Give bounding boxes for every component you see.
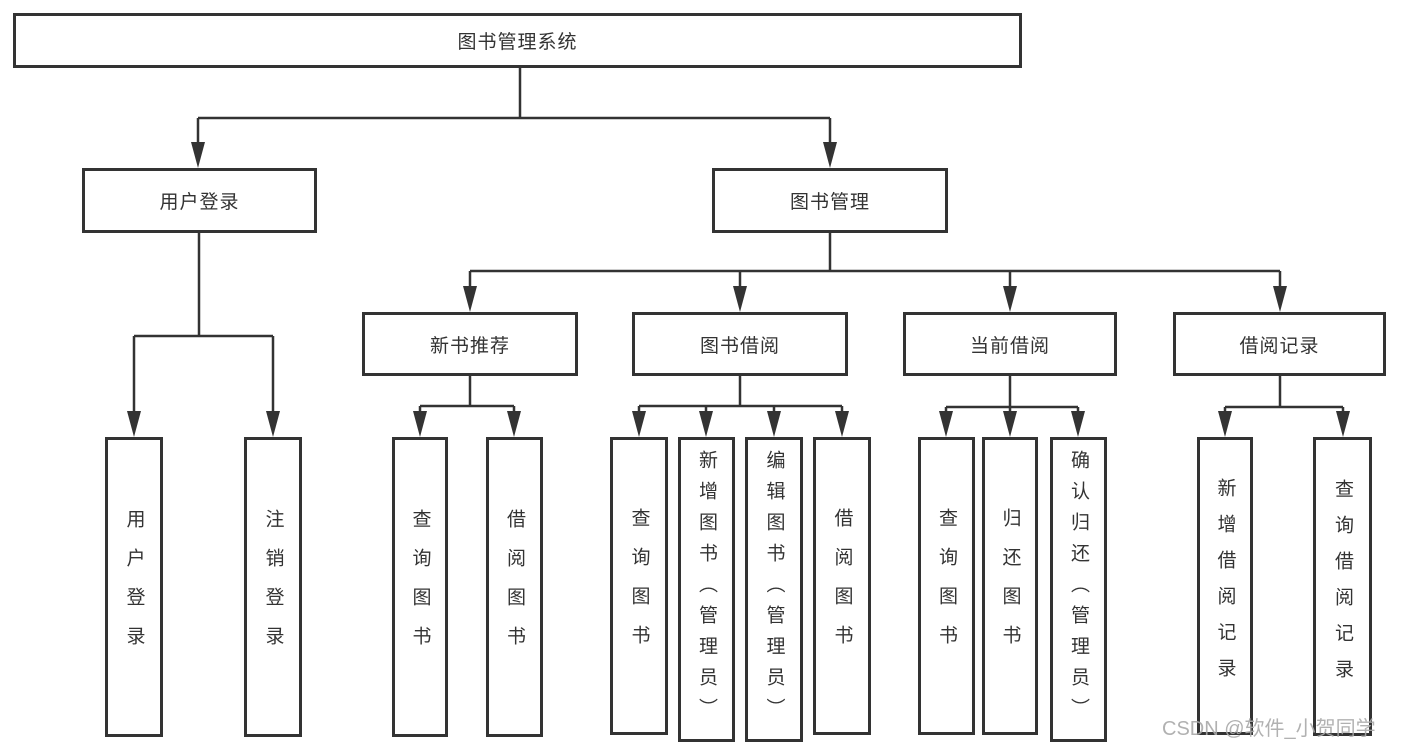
- leaf-query-books-current: 查询图书: [918, 437, 975, 735]
- leaf-borrow-books-borrow-label: 借阅图书: [831, 508, 853, 664]
- node-book-borrowing: 图书借阅: [632, 312, 848, 376]
- arrowheads: [127, 142, 1350, 437]
- node-current-borrowing: 当前借阅: [903, 312, 1117, 376]
- leaf-add-books-admin-label: 新增图书（管理员）: [696, 450, 717, 729]
- leaf-logout: 注销登录: [244, 437, 302, 737]
- leaf-edit-books-admin-label: 编辑图书（管理员）: [763, 450, 785, 729]
- leaf-user-login-label: 用户登录: [123, 509, 145, 665]
- leaf-query-borrow-record-label: 查询借阅记录: [1332, 478, 1353, 695]
- leaf-query-books-current-label: 查询图书: [936, 508, 957, 664]
- leaf-logout-label: 注销登录: [262, 509, 284, 665]
- node-user-login: 用户登录: [82, 168, 317, 233]
- leaf-return-books-label: 归还图书: [999, 508, 1021, 664]
- leaf-query-books-borrow: 查询图书: [610, 437, 668, 735]
- leaf-edit-books-admin: 编辑图书（管理员）: [745, 437, 803, 742]
- node-book-management: 图书管理: [712, 168, 948, 233]
- leaf-confirm-return-admin-label: 确认归还（管理员）: [1068, 450, 1089, 729]
- leaf-borrow-books-newbook-label: 借阅图书: [504, 509, 525, 665]
- csdn-watermark: CSDN @软件_小贺同学: [1162, 718, 1376, 740]
- leaf-add-borrow-record-label: 新增借阅记录: [1214, 478, 1236, 694]
- leaf-borrow-books-newbook: 借阅图书: [486, 437, 543, 737]
- leaf-add-borrow-record: 新增借阅记录: [1197, 437, 1253, 735]
- leaf-user-login: 用户登录: [105, 437, 163, 737]
- leaf-query-borrow-record: 查询借阅记录: [1313, 437, 1372, 736]
- leaf-add-books-admin: 新增图书（管理员）: [678, 437, 735, 742]
- leaf-borrow-books-borrow: 借阅图书: [813, 437, 871, 735]
- node-library-management-system: 图书管理系统: [13, 13, 1022, 68]
- leaf-return-books: 归还图书: [982, 437, 1038, 735]
- leaf-confirm-return-admin: 确认归还（管理员）: [1050, 437, 1107, 742]
- leaf-query-books-newbook: 查询图书: [392, 437, 448, 737]
- leaf-query-books-borrow-label: 查询图书: [628, 508, 650, 664]
- node-new-book-recommendation: 新书推荐: [362, 312, 578, 376]
- node-borrowing-records: 借阅记录: [1173, 312, 1386, 376]
- leaf-query-books-newbook-label: 查询图书: [409, 509, 431, 665]
